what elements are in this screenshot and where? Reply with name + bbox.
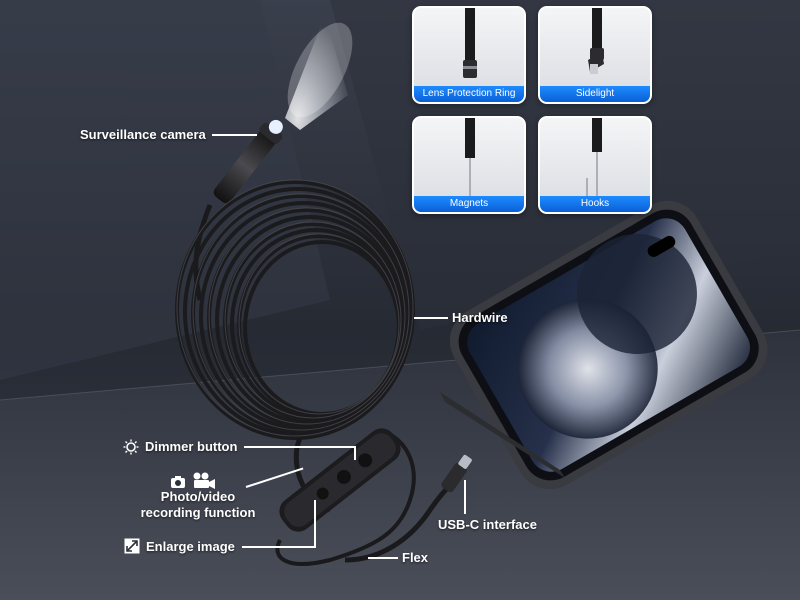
callout-line [244, 446, 356, 448]
hardwire-label: Hardwire [452, 310, 508, 325]
card-magnets: Magnets [412, 116, 526, 214]
card-caption: Lens Protection Ring [414, 86, 524, 102]
dimmer-icon [123, 439, 139, 455]
callout-line [368, 557, 398, 559]
card-sidelight: Sidelight [538, 6, 652, 104]
dimmer-button-label: Dimmer button [145, 439, 238, 454]
callout-line [212, 134, 257, 136]
flex-label: Flex [402, 550, 429, 565]
enlarge-icon [124, 538, 140, 554]
enlarge-image-label: Enlarge image [146, 539, 235, 554]
usb-c-interface-label: USB-C interface [438, 517, 537, 532]
photo-video-label: Photo/video recording function [140, 489, 256, 520]
callout-line [242, 546, 316, 548]
surveillance-camera-label: Surveillance camera [80, 127, 206, 142]
camera-icon [170, 474, 186, 490]
callout-line [314, 500, 316, 548]
card-caption: Sidelight [540, 86, 650, 102]
callout-line [414, 317, 448, 319]
card-caption: Magnets [414, 196, 524, 212]
video-camera-icon [192, 472, 216, 490]
card-hooks: Hooks [538, 116, 652, 214]
sidelight-icon [588, 8, 604, 74]
card-lens-protection-ring: Lens Protection Ring [412, 6, 526, 104]
lens-protection-ring-icon [463, 8, 477, 78]
callout-line [464, 480, 466, 514]
card-caption: Hooks [540, 196, 650, 212]
callout-line [354, 446, 356, 460]
